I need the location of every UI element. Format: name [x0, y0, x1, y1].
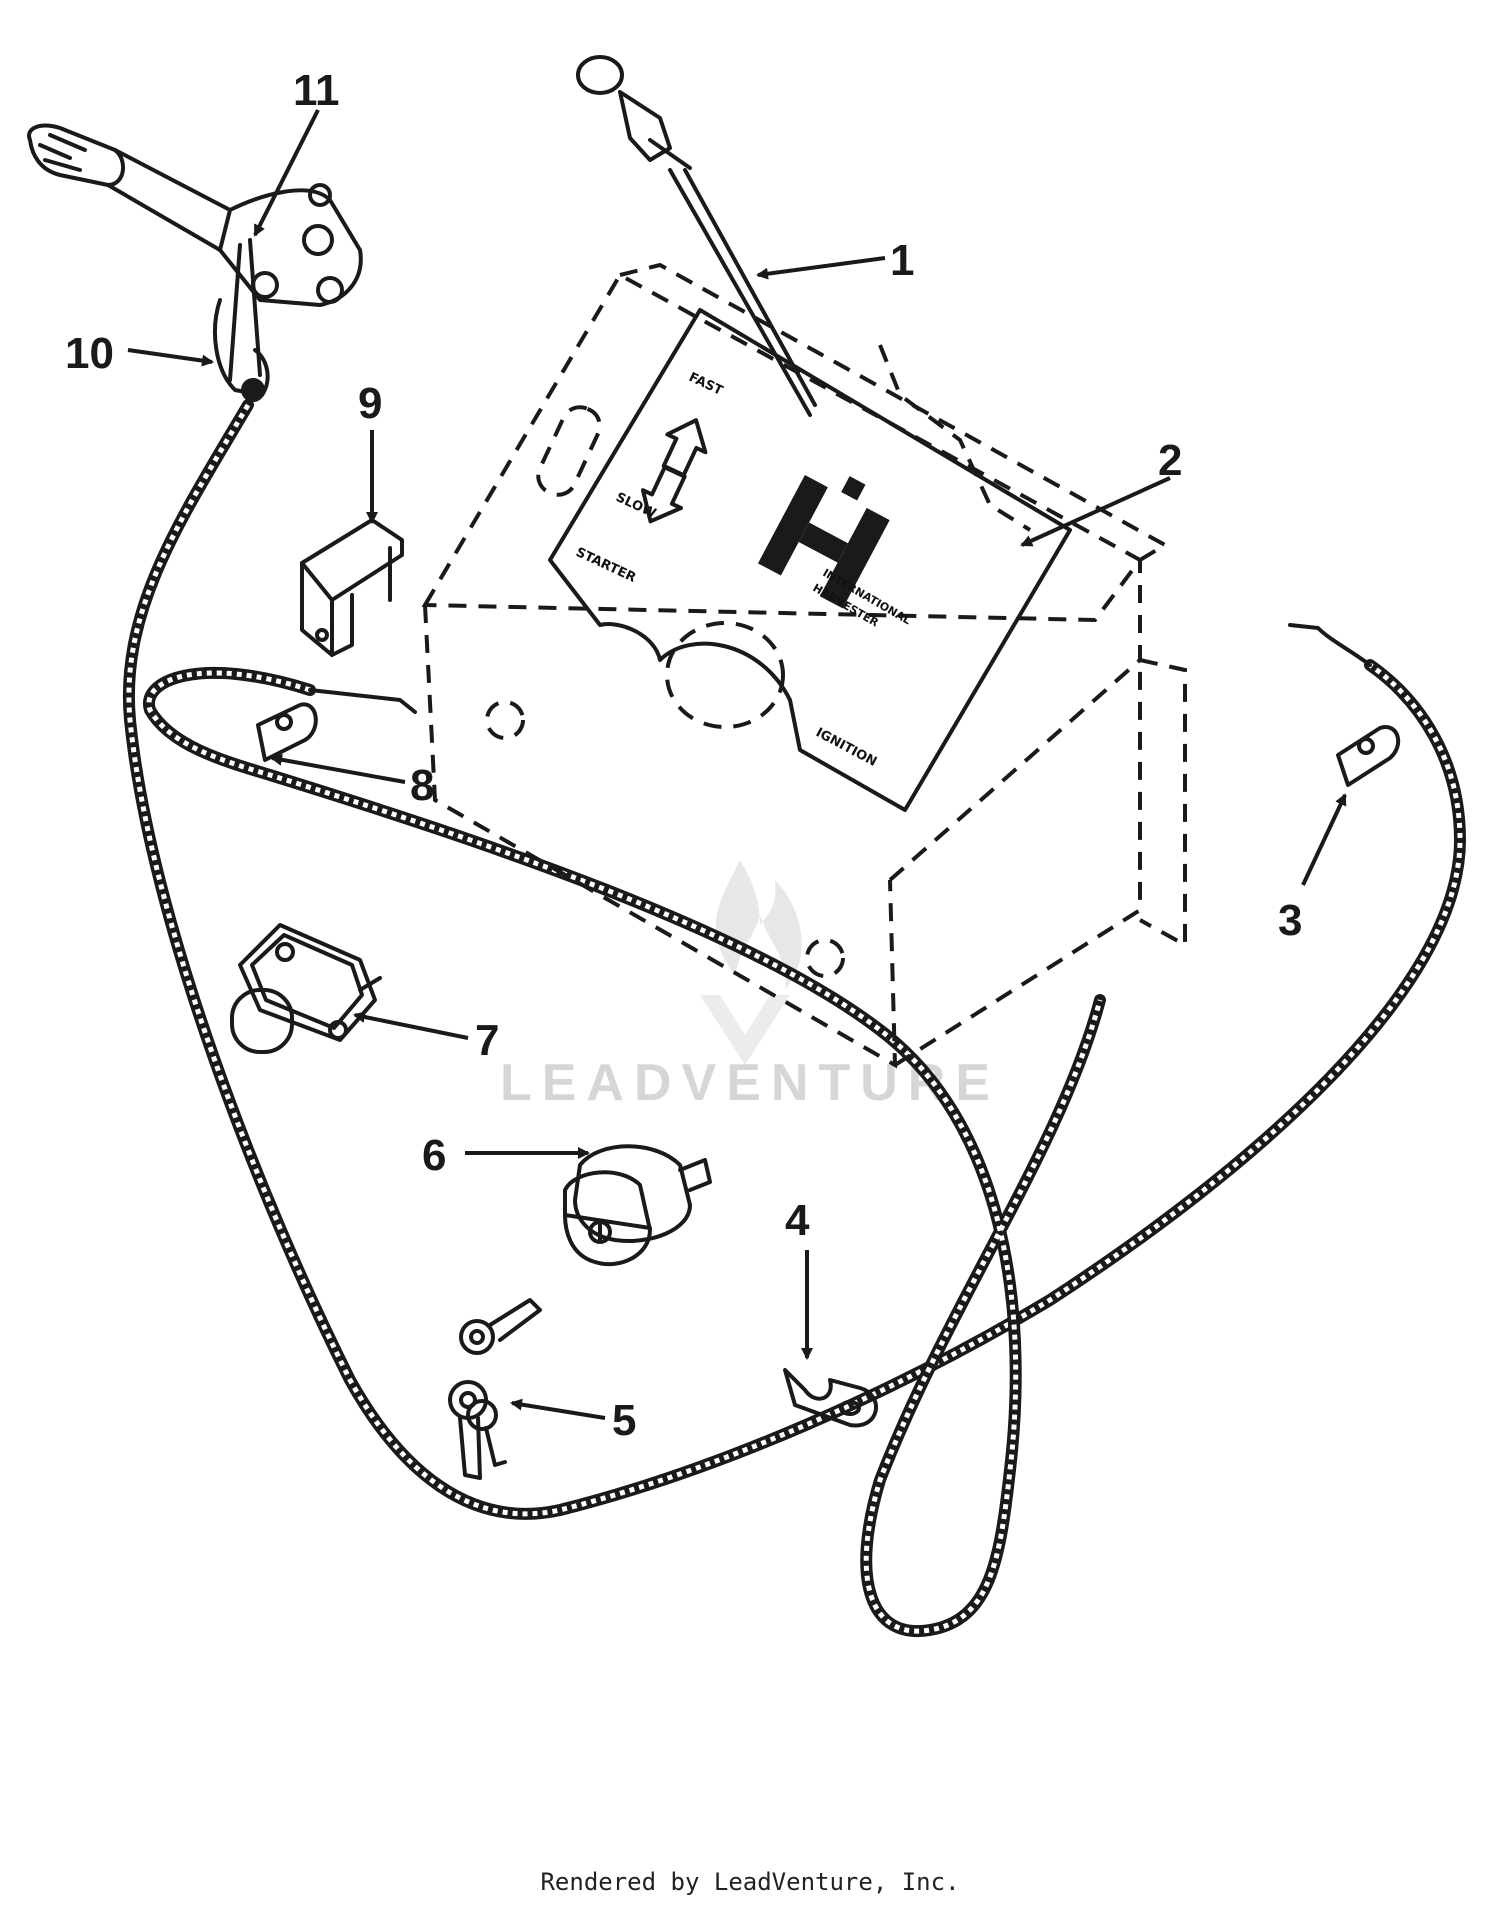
- cable-clip-right: [1336, 725, 1401, 787]
- leader-lines: [127, 109, 1347, 1420]
- slow-arrow-icon: [640, 465, 687, 524]
- callout-3: 3: [1278, 896, 1302, 945]
- starter-label: STARTER: [573, 545, 638, 586]
- footer-credit: Rendered by LeadVenture, Inc.: [540, 1868, 960, 1896]
- throttle-slot: [536, 405, 602, 497]
- cable-clip-upper: [256, 702, 318, 762]
- watermark: LEADVENTURE: [500, 860, 1000, 1112]
- callout-5: 5: [612, 1396, 636, 1445]
- callout-2: 2: [1158, 436, 1182, 485]
- callouts: 1 2 3 4 5 6 7 8 9 10 11: [65, 66, 1302, 1445]
- ignition-hole: [665, 621, 785, 729]
- callout-4: 4: [785, 1196, 810, 1245]
- throttle-knob: [576, 55, 817, 417]
- ih-logo-icon: [757, 475, 890, 609]
- fast-arrow-icon: [661, 418, 708, 478]
- starter-switch: [230, 923, 382, 1054]
- cable-clip-lower: [783, 1368, 878, 1428]
- callout-11: 11: [293, 66, 340, 115]
- fast-label: FAST: [686, 370, 725, 399]
- bracket: [300, 518, 404, 657]
- ignition-switch: [563, 1144, 712, 1267]
- lever-arm: [213, 298, 270, 397]
- cables: [122, 399, 1467, 1638]
- callout-10: 10: [65, 329, 114, 378]
- throttle-lever: [27, 123, 363, 402]
- callout-7: 7: [475, 1016, 499, 1065]
- callout-9: 9: [358, 379, 382, 428]
- flame-logo-icon: [700, 860, 802, 1065]
- watermark-text: LEADVENTURE: [500, 1054, 1000, 1112]
- face-decal: [548, 308, 1072, 812]
- callout-8: 8: [410, 761, 434, 810]
- callout-1: 1: [890, 236, 914, 285]
- callout-6: 6: [422, 1131, 446, 1180]
- key-set: [448, 1298, 542, 1480]
